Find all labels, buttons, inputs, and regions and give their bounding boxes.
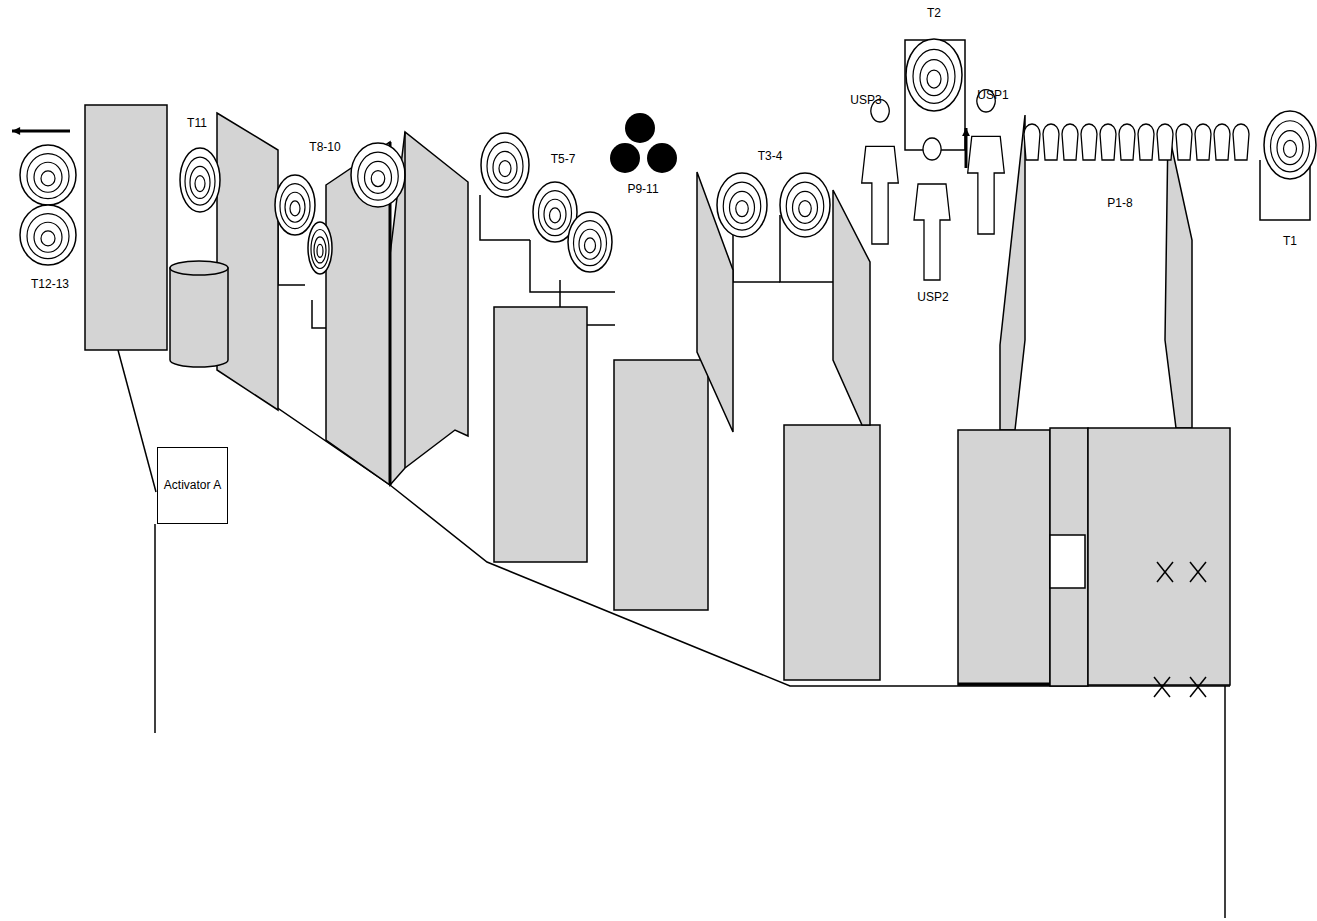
node-text: Activator A	[162, 476, 223, 496]
boundary-line	[404, 132, 406, 468]
paper-target	[1264, 111, 1316, 179]
boundary-line	[1154, 677, 1170, 697]
popper-target	[1195, 124, 1211, 160]
wall-panel	[833, 190, 870, 425]
boundary-line	[1190, 562, 1206, 582]
target-label: USP3	[850, 94, 881, 107]
wall-panel	[85, 105, 167, 350]
no-shoot-target	[862, 100, 899, 244]
boundary-line	[1157, 562, 1173, 582]
popper-target	[1119, 124, 1135, 160]
wall-panel	[1088, 428, 1230, 685]
popper-target	[1176, 124, 1192, 160]
popper-target	[1100, 124, 1116, 160]
paper-target	[568, 212, 612, 272]
target-label: T11	[187, 117, 207, 130]
paper-target	[20, 145, 76, 205]
wall-panel	[905, 40, 965, 150]
wall-panel	[217, 113, 278, 410]
wall-panel	[1165, 130, 1192, 428]
no-shoot-target	[968, 90, 1005, 234]
paper-target	[481, 133, 529, 197]
boundary-line	[1190, 677, 1206, 697]
boundary-line	[1154, 677, 1170, 697]
move-arrow	[12, 127, 20, 135]
target-label: P9-11	[627, 183, 658, 196]
paper-target	[351, 143, 405, 207]
target-label: P1-8	[1107, 197, 1132, 210]
target-label: T1	[1283, 235, 1297, 248]
target-label: T3-4	[758, 150, 783, 163]
boundary-line	[1157, 562, 1173, 582]
barrel	[170, 261, 228, 275]
boundary-line	[12, 130, 70, 133]
wall-panel	[614, 360, 708, 610]
paper-target	[180, 148, 220, 212]
wall-panel	[784, 425, 880, 680]
target-label: USP2	[917, 291, 948, 304]
popper-target	[1233, 124, 1249, 160]
boundary-line	[118, 350, 156, 492]
move-arrow	[962, 128, 970, 136]
target-label: T12-13	[31, 278, 69, 291]
target-label: T2	[927, 7, 941, 20]
paper-target	[906, 39, 962, 111]
boundary-line	[1224, 686, 1226, 918]
no-shoot-target	[914, 138, 950, 280]
wall-panel	[1050, 428, 1088, 686]
paper-target	[780, 173, 830, 237]
popper-target	[1043, 124, 1059, 160]
steel-plate	[610, 143, 640, 173]
popper-target	[1157, 124, 1173, 160]
wall-panel	[1050, 535, 1085, 588]
target-label: T5-7	[551, 153, 576, 166]
wall-panel	[494, 307, 587, 562]
boundary-line	[1190, 677, 1206, 697]
activator-box: Activator A	[157, 447, 228, 524]
boundary-line	[1190, 562, 1206, 582]
target-label: USP1	[977, 89, 1008, 102]
steel-plate	[647, 143, 677, 173]
steel-plate	[625, 113, 655, 143]
wall-panel	[958, 430, 1050, 685]
paper-target	[308, 222, 332, 274]
paper-target	[275, 175, 315, 235]
target-label: T8-10	[309, 141, 340, 154]
popper-target	[1062, 124, 1078, 160]
paper-target	[20, 205, 76, 265]
popper-target	[1081, 124, 1097, 160]
paper-target	[717, 173, 767, 237]
boundary-line	[154, 524, 156, 733]
popper-target	[1024, 124, 1040, 160]
popper-target	[1214, 124, 1230, 160]
boundary-line	[480, 195, 530, 240]
popper-target	[1138, 124, 1154, 160]
boundary-line	[958, 683, 1050, 686]
barrel	[170, 268, 228, 367]
